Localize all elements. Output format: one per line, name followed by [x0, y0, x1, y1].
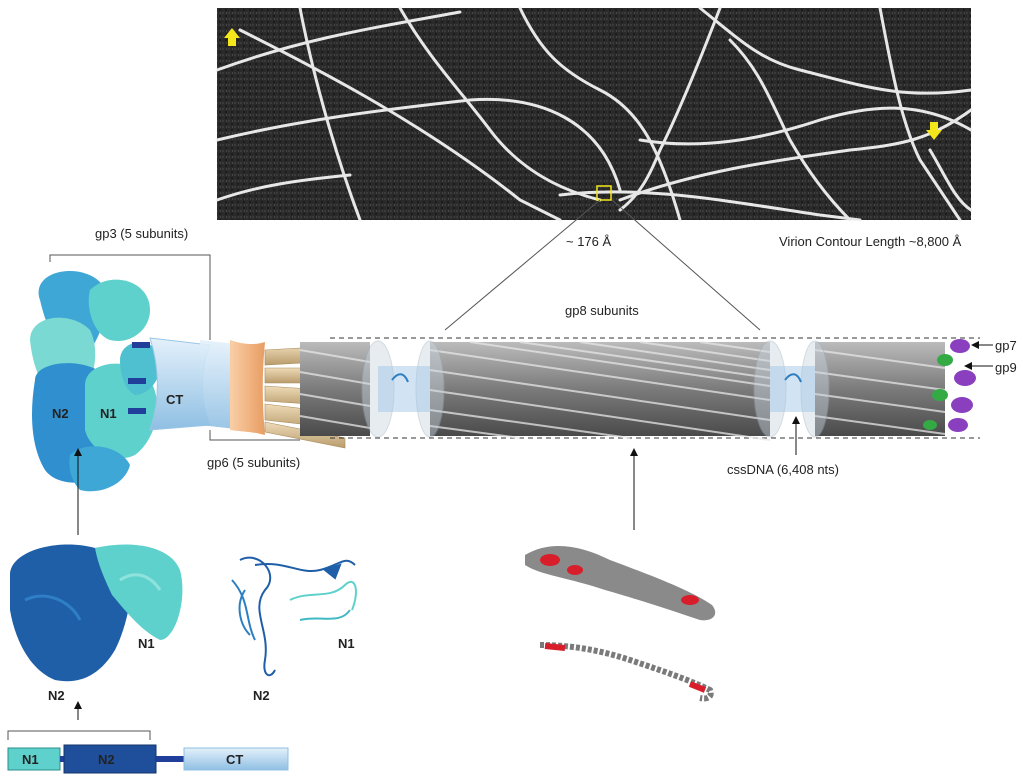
ct-label-cluster: CT — [166, 392, 183, 407]
gp8-filament-segment-3 — [815, 342, 945, 436]
domain-n2: N2 — [98, 752, 115, 767]
gp8-filament-segment-2 — [430, 342, 770, 436]
gp8-label: gp8 subunits — [565, 303, 639, 318]
domain-bar — [7, 744, 289, 774]
n1-label-ribbon: N1 — [338, 636, 355, 651]
n1-label-surface: N1 — [138, 636, 155, 651]
electron-micrograph — [215, 6, 973, 222]
gp6-label: gp6 (5 subunits) — [207, 455, 300, 470]
gp7-label: gp7 — [995, 338, 1017, 353]
ribbon-model — [231, 556, 357, 677]
n2-label-surface: N2 — [48, 688, 65, 703]
gp3-cluster — [30, 270, 211, 492]
gp8-ribbon-subunit — [539, 642, 714, 702]
arrow-up-icon — [224, 28, 240, 46]
domain-n1: N1 — [22, 752, 39, 767]
gp8-surface-subunit — [525, 545, 716, 621]
n2-label-ribbon: N2 — [253, 688, 270, 703]
gp8-filament-segment-1 — [300, 342, 370, 436]
gp7-gp9-tip — [923, 339, 976, 432]
gp9-label: gp9 — [995, 360, 1017, 375]
spacing-caption: ~ 176 Å — [566, 234, 612, 249]
n2-label-cluster: N2 — [52, 406, 69, 421]
contour-length-caption: Virion Contour Length ~8,800 Å — [779, 234, 962, 249]
gp3-label: gp3 (5 subunits) — [95, 226, 188, 241]
arrow-down-icon — [926, 122, 942, 140]
n1-label-cluster: N1 — [100, 406, 117, 421]
surface-model — [10, 544, 183, 682]
gp3-bracket — [49, 254, 211, 340]
domain-ct: CT — [226, 752, 243, 767]
cssdna-label: cssDNA (6,408 nts) — [727, 462, 839, 477]
